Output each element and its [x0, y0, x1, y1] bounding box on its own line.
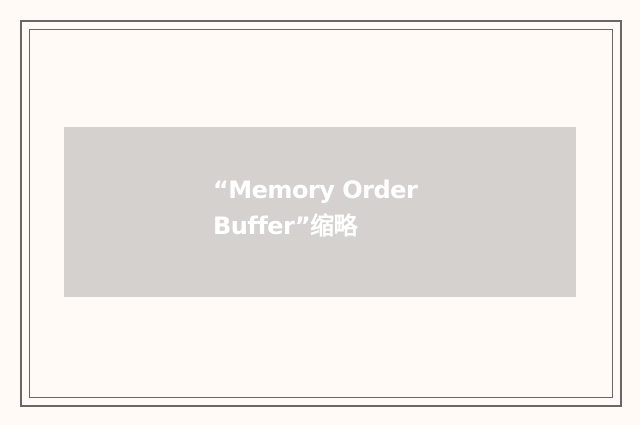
image-placeholder: “Memory Order Buffer”缩略: [64, 127, 576, 297]
inner-frame-border: [29, 29, 613, 398]
image-caption: “Memory Order Buffer”缩略: [213, 176, 418, 240]
outer-frame-border: [20, 20, 622, 407]
